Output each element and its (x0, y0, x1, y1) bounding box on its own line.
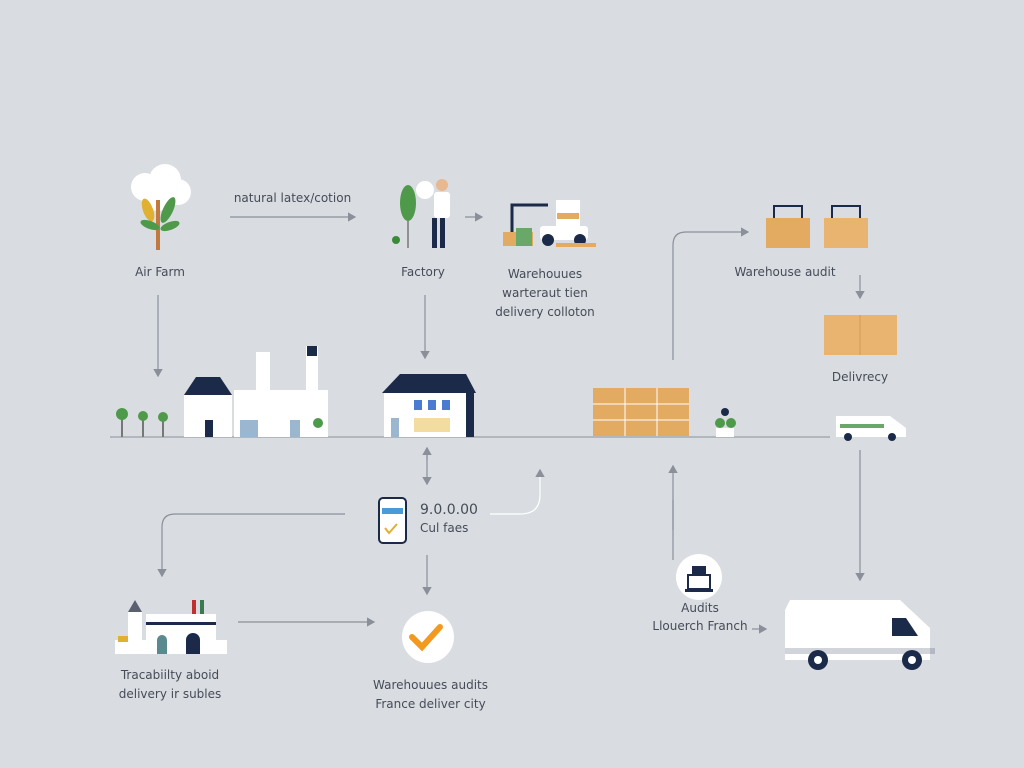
warehouses-line: delivery colloton (495, 305, 595, 319)
warehouse-audit-label: Warehouse audit (734, 265, 836, 279)
delivery-label: Delivrecy (831, 370, 889, 384)
warehouses-line: Warehouues (507, 267, 583, 281)
check-line: France deliver city (375, 697, 486, 711)
audits-label: Audits Llouerch Franch (645, 599, 755, 635)
small-van-icon (836, 416, 906, 441)
audits-line: Audits (681, 601, 719, 615)
town-icon (115, 600, 227, 654)
cotton-tree-icon (131, 164, 191, 250)
warehouses-line: warteraut tien (502, 286, 588, 300)
mill-buildings-icon (184, 346, 328, 437)
phone-label: Cul faes (420, 521, 469, 535)
farm-label: Air Farm (135, 265, 185, 279)
package-icon (824, 315, 897, 355)
building-icon[interactable] (676, 554, 722, 600)
plant-icon (715, 408, 736, 437)
house-icon (382, 374, 476, 437)
warehouses-label: Warehouues warteraut tien delivery collo… (485, 265, 605, 322)
traceability-line: delivery ir subles (118, 687, 222, 701)
traceability-label: Tracabiilty aboid delivery ir subles (105, 666, 235, 704)
factory-label: Factory (401, 265, 445, 279)
phone-value: 9.0.0.00 (420, 502, 478, 518)
audits-line: Llouerch Franch (652, 619, 748, 633)
forklift-icon (503, 200, 596, 247)
van-icon (785, 600, 935, 670)
worker-icon (392, 179, 450, 248)
phone-check-icon (378, 497, 407, 544)
check-label: Warehouues audits France deliver city (368, 676, 493, 714)
traceability-line: Tracabiilty aboid (120, 668, 220, 682)
checkmark-icon[interactable] (402, 611, 454, 663)
flow-label: natural latex/cotion (233, 191, 352, 205)
trees-left (116, 408, 168, 437)
boxes-icon (766, 205, 868, 248)
check-line: Warehouues audits (373, 678, 488, 692)
shelving-icon (593, 388, 689, 436)
